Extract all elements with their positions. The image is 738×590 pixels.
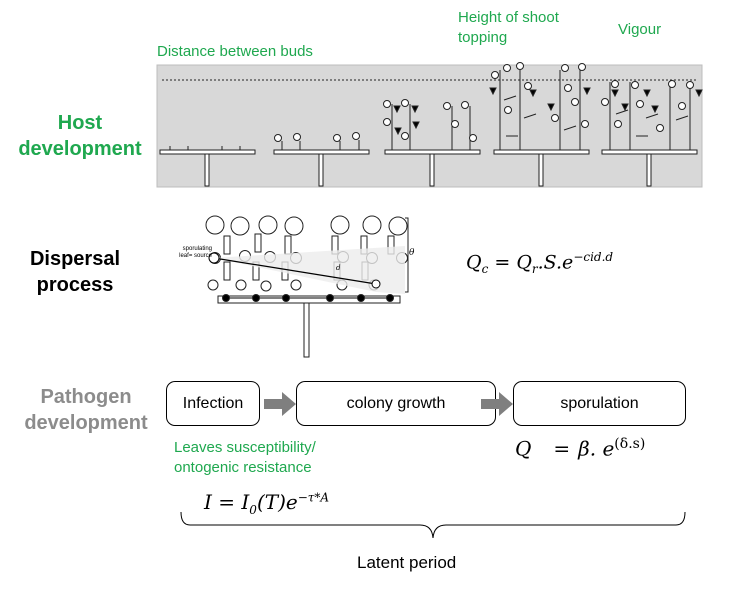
latent-period-brace [180,511,686,539]
vine-stage-1 [159,146,256,187]
sporulation-box: sporulation [513,381,686,426]
vine-stage-4 [489,62,591,187]
dispersal-distance-line [213,257,377,285]
infection-formula: I = I0(T)e−τ*A [204,490,330,517]
theta-label: θ [409,248,415,258]
dispersal-process-title: Dispersal process [29,248,121,296]
susceptibility-label: Leaves susceptibility/ ontogenic resista… [174,439,316,476]
latent-period-label: Latent period [357,553,457,572]
arrow-infection-to-colony [264,392,296,416]
sporulation-formula: Q=β. e(δ.s) [515,436,646,461]
vine-stage-3 [383,99,481,187]
vigour-label: Vigour [618,21,662,38]
arrow-colony-to-sporulation [481,392,513,416]
height-of-shoot-topping-label: Height of shoot topping [458,9,559,46]
dispersal-canopy [205,215,409,358]
colony-growth-box: colony growth [296,381,496,426]
vine-stage-2 [273,132,370,187]
vine-stage-5 [601,80,703,187]
distance-between-buds-label: Distance between buds [157,43,313,60]
host-development-title: Host development [18,112,142,160]
dispersal-formula: Qc = Qr.S.e−cid.d [466,250,614,277]
distance-d-label: d [336,264,341,272]
pathogen-development-title: Pathogen development [24,386,148,434]
infection-box: Infection [166,381,260,426]
sporulating-leaf-label: sporulating leaf= source [179,246,212,259]
